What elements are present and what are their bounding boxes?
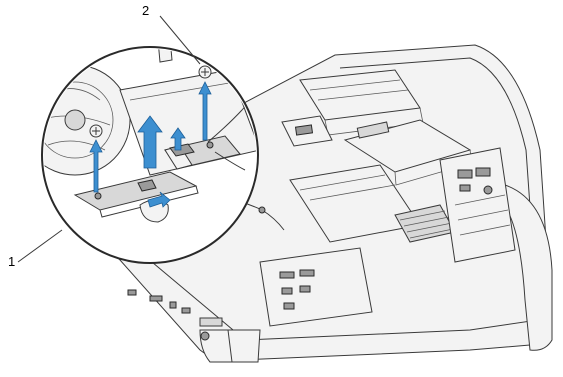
- motherboard-shield: [289, 164, 456, 243]
- fan: [44, 64, 131, 176]
- callout-1-leader-line: [17, 229, 63, 263]
- lower-connector-strip: [259, 247, 373, 327]
- screw-left: [89, 124, 103, 138]
- hard-drive-bay: [343, 119, 473, 186]
- cable-connector: [258, 206, 266, 214]
- callout-2: 2: [142, 3, 201, 65]
- right-io-panel: [439, 147, 516, 263]
- callout-1: 1: [8, 229, 63, 269]
- chassis-small-board: [281, 115, 333, 147]
- screw-right: [198, 65, 212, 79]
- callout-2-label: 2: [142, 3, 149, 18]
- magnified-detail: [41, 46, 259, 264]
- bottom-port-row: [127, 289, 223, 341]
- callout-2-leader-line: [159, 15, 201, 65]
- callout-1-label: 1: [8, 254, 15, 269]
- lift-arrows: [89, 81, 212, 208]
